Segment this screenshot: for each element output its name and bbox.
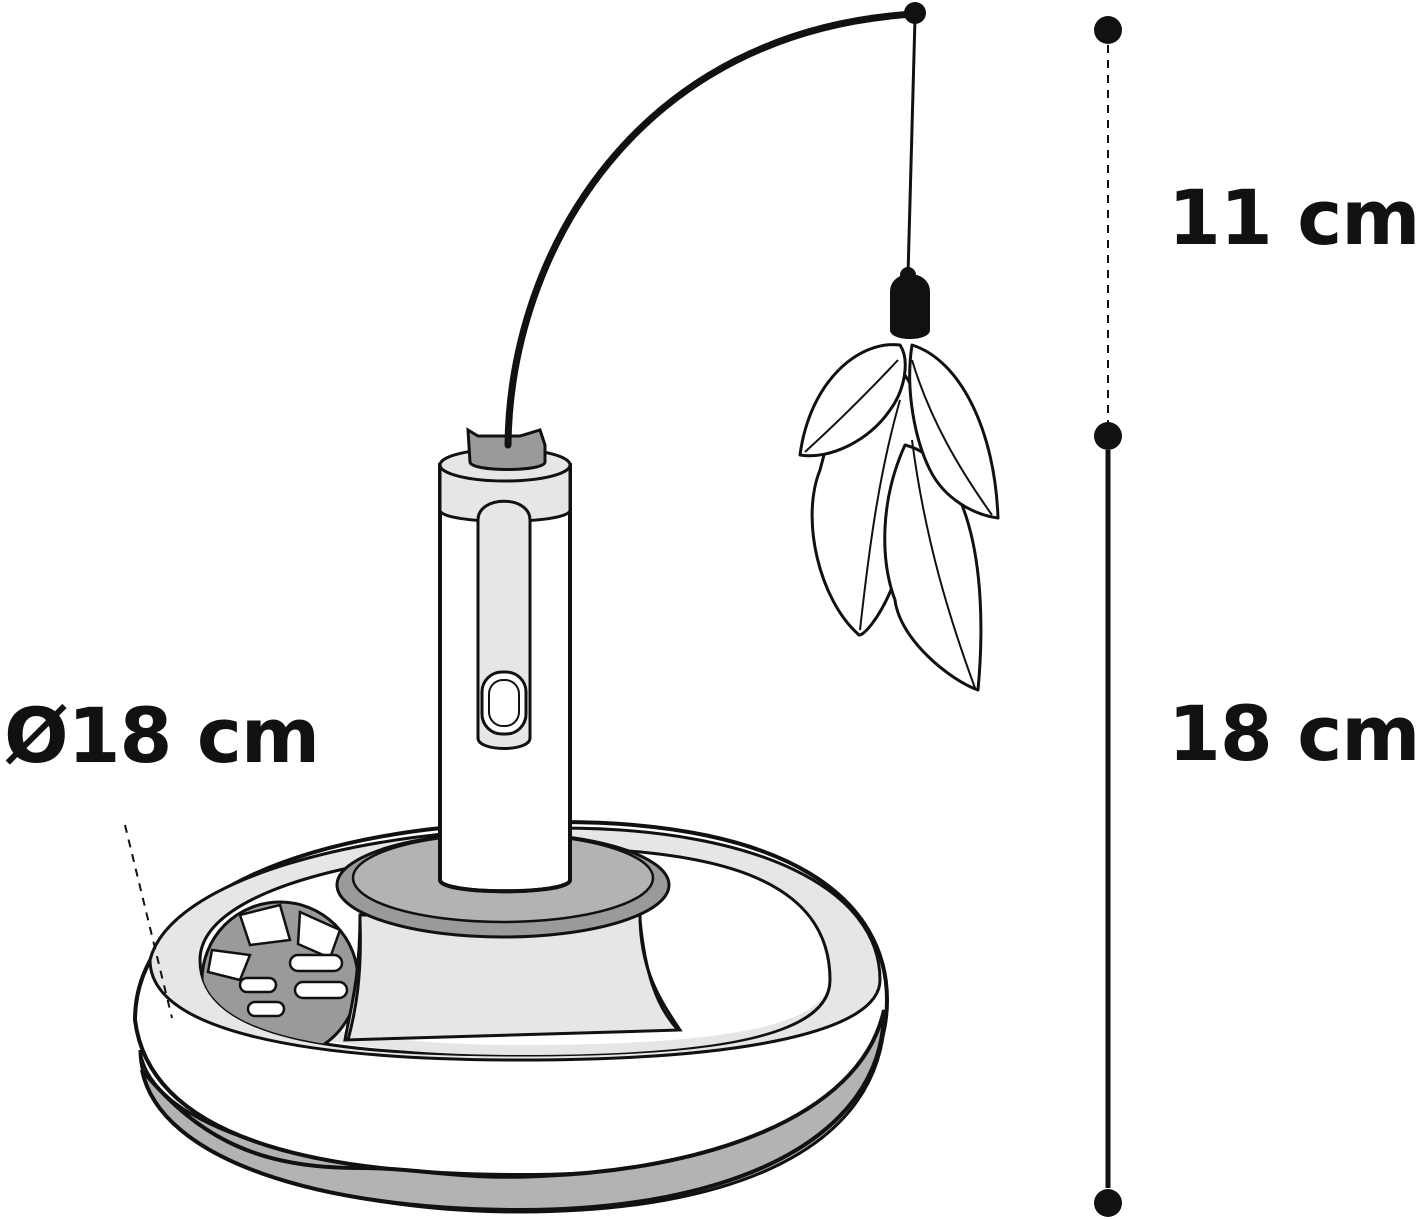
diameter-leader-line xyxy=(124,824,173,1019)
dim-point-top xyxy=(1094,16,1122,44)
feather-clip xyxy=(890,274,930,339)
center-column-skirt xyxy=(343,913,683,1042)
upper-height-label: 11 cm xyxy=(1168,173,1419,262)
dim-point-bottom xyxy=(1094,1189,1122,1217)
feather-toy xyxy=(798,267,1000,692)
base-lower-fill xyxy=(140,1009,886,1213)
cat-toy-diagram xyxy=(124,2,1122,1217)
wand-rod xyxy=(504,2,926,449)
power-switch-button xyxy=(480,670,528,736)
dim-point-middle xyxy=(1094,422,1122,450)
cat-ear-knob xyxy=(466,427,547,471)
main-tower xyxy=(438,427,572,894)
lower-height-label: 18 cm xyxy=(1168,689,1419,778)
height-dimension-line xyxy=(1094,16,1122,1217)
diameter-label: Ø18 cm xyxy=(4,691,320,780)
track-ball xyxy=(200,900,360,1055)
